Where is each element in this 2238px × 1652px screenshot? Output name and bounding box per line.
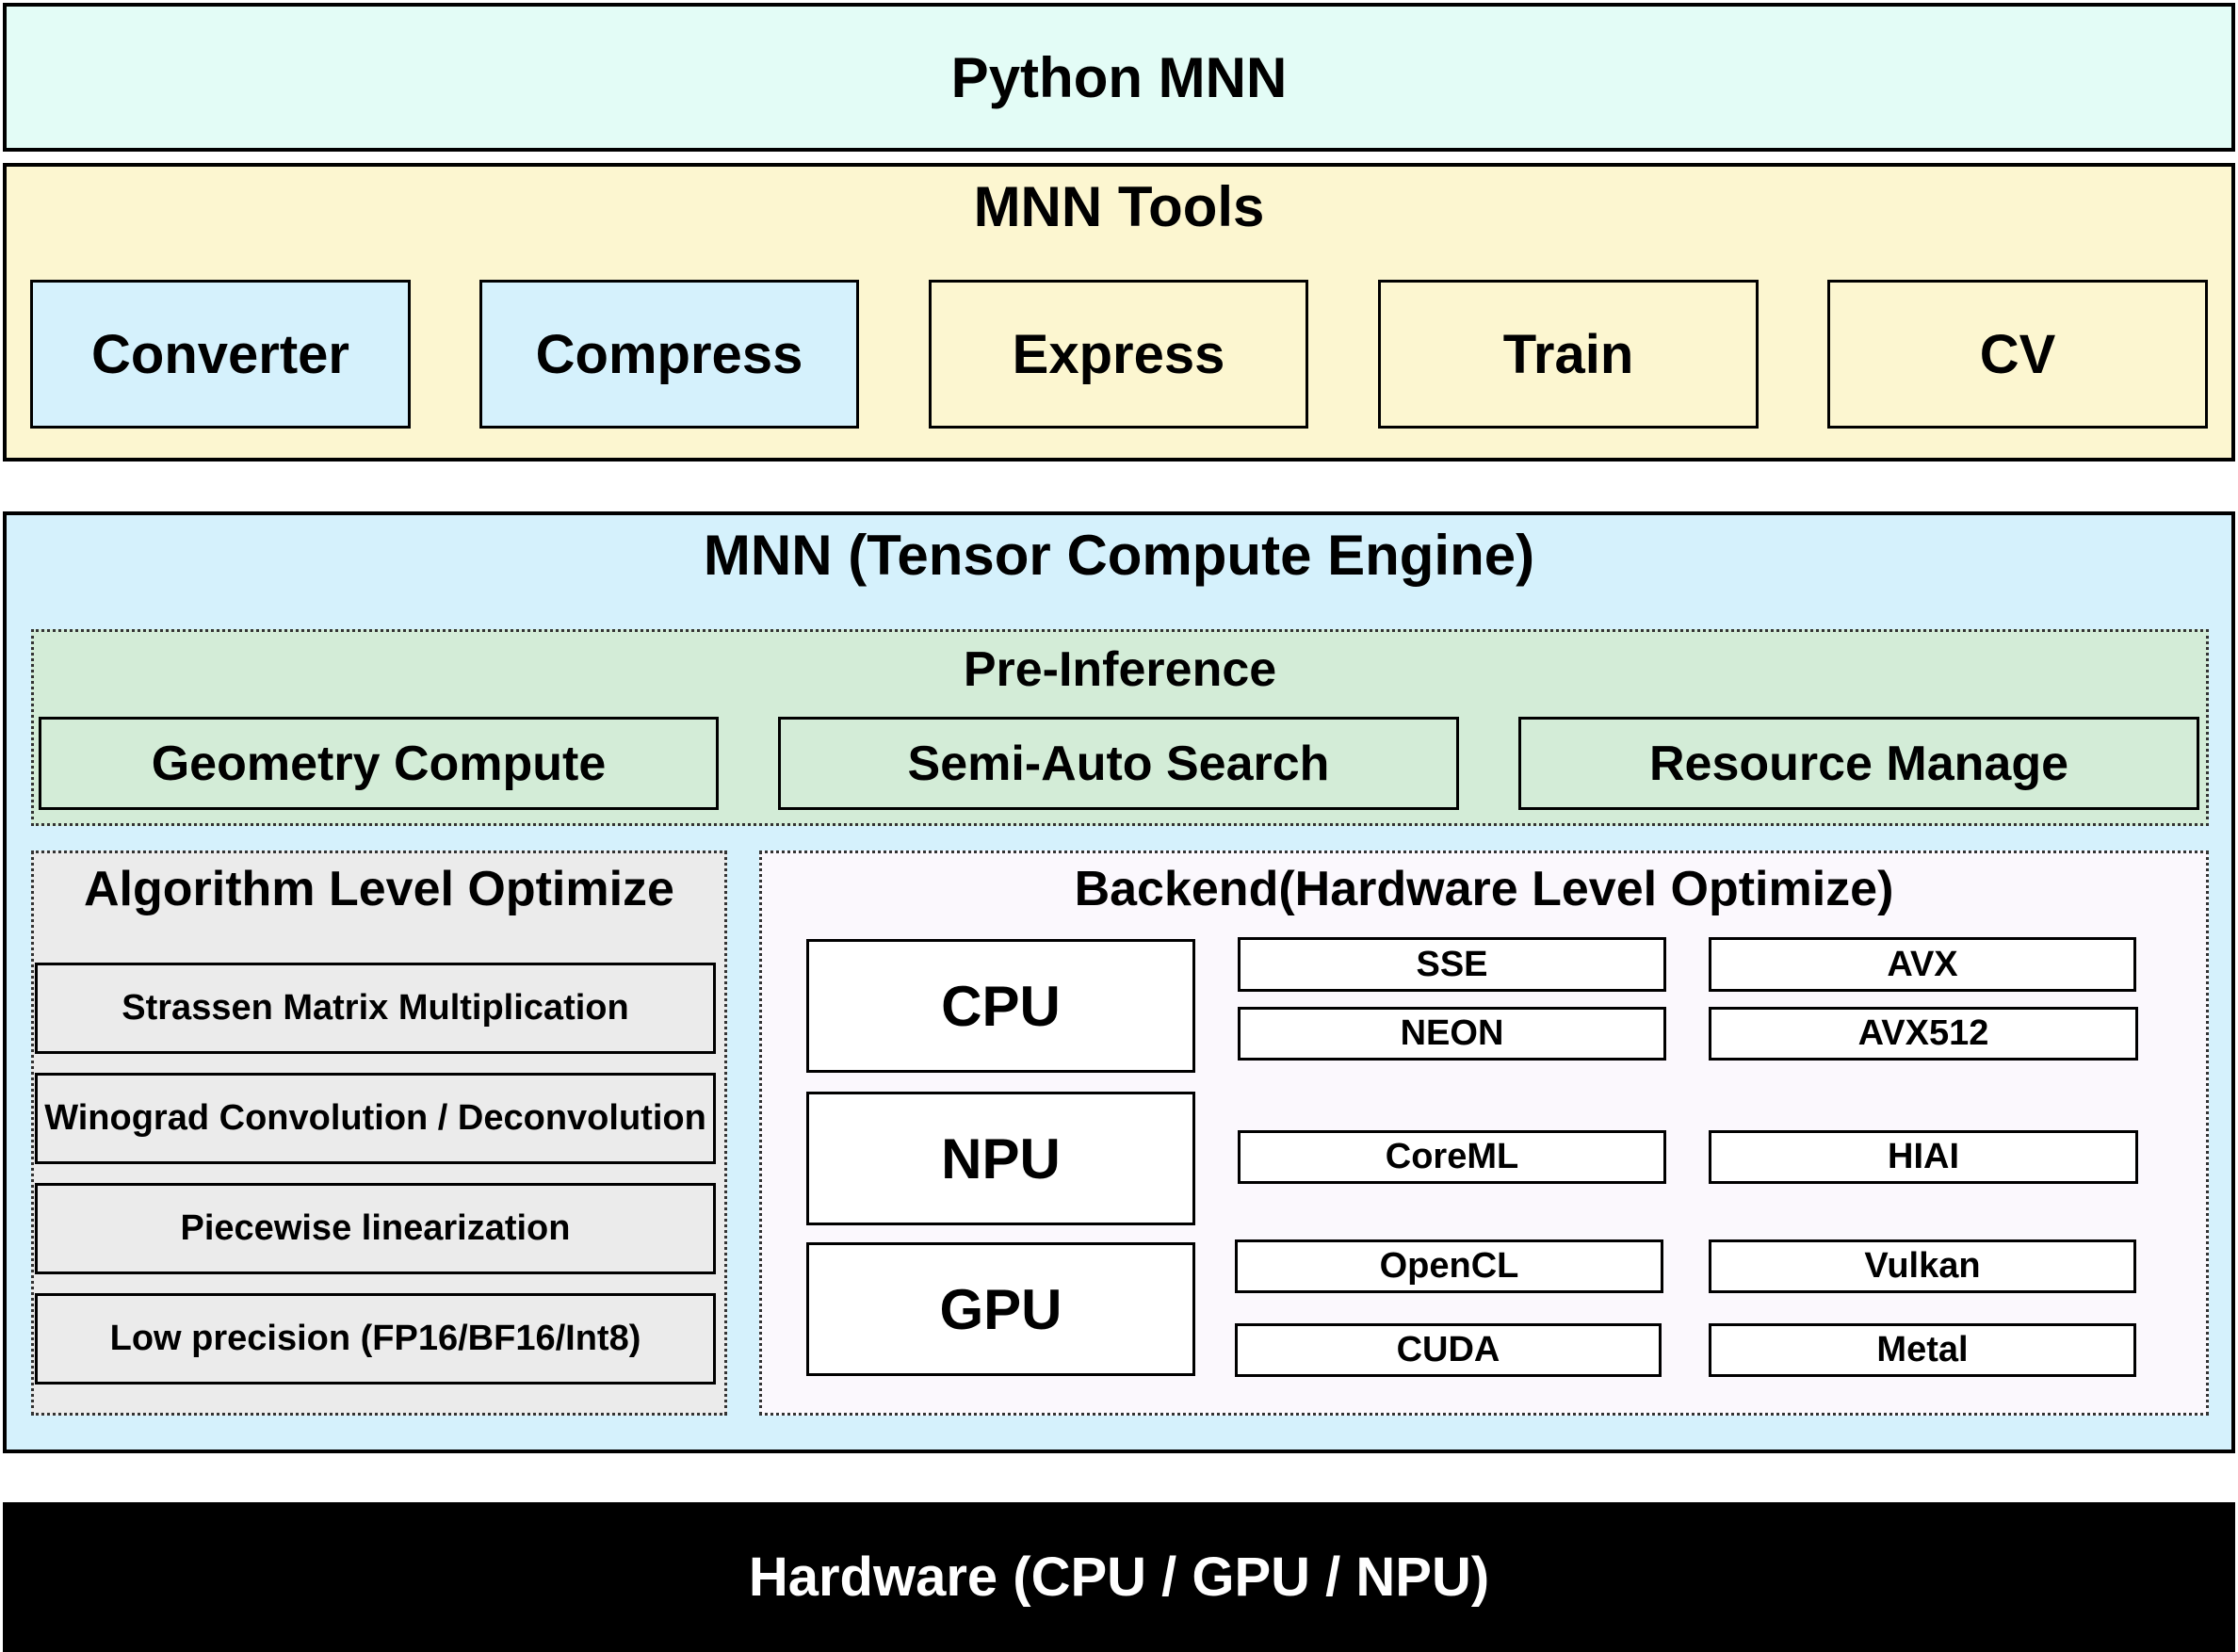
api-coreml: CoreML (1238, 1130, 1666, 1184)
algorithm-item-label: Strassen Matrix Multiplication (122, 988, 629, 1028)
backend-title: Backend(Hardware Level Optimize) (1074, 862, 1894, 916)
algorithm-item: Winograd Convolution / Deconvolution (35, 1073, 716, 1164)
tool-train-label: Train (1502, 323, 1634, 385)
api-cuda-label: CUDA (1396, 1330, 1500, 1369)
backend-cpu: CPU (806, 939, 1195, 1073)
algorithm-item-label: Low precision (FP16/BF16/Int8) (109, 1319, 641, 1358)
resource-manage-label: Resource Manage (1648, 736, 2069, 791)
tool-train: Train (1378, 280, 1759, 429)
api-avx: AVX (1709, 937, 2136, 992)
api-metal: Metal (1709, 1323, 2136, 1377)
api-vulkan-label: Vulkan (1864, 1246, 1981, 1286)
api-avx512-label: AVX512 (1857, 1013, 1989, 1053)
algorithm-item-label: Piecewise linearization (180, 1208, 571, 1248)
api-sse: SSE (1238, 937, 1666, 992)
pre-inference-title: Pre-Inference (963, 642, 1277, 697)
tool-express: Express (929, 280, 1308, 429)
tool-express-label: Express (1012, 323, 1225, 385)
geometry-compute-label: Geometry Compute (151, 736, 607, 791)
algorithm-item: Piecewise linearization (35, 1183, 716, 1274)
tool-converter-label: Converter (91, 323, 349, 385)
algorithm-item: Low precision (FP16/BF16/Int8) (35, 1293, 716, 1385)
api-avx-label: AVX (1887, 944, 1958, 984)
pre-inference-geometry-compute: Geometry Compute (39, 717, 719, 810)
tool-cv-label: CV (1979, 323, 2056, 385)
backend-gpu: GPU (806, 1242, 1195, 1376)
api-sse-label: SSE (1416, 944, 1488, 984)
api-hiai: HIAI (1709, 1130, 2138, 1184)
tool-compress-label: Compress (535, 323, 803, 385)
engine-title: MNN (Tensor Compute Engine) (703, 524, 1535, 587)
hardware-title: Hardware (CPU / GPU / NPU) (748, 1547, 1490, 1608)
pre-inference-semi-auto-search: Semi-Auto Search (778, 717, 1459, 810)
api-opencl-label: OpenCL (1379, 1246, 1519, 1286)
backend-cpu-label: CPU (941, 974, 1061, 1038)
python-mnn-title: Python MNN (950, 45, 1288, 109)
backend-gpu-label: GPU (939, 1277, 1062, 1341)
semi-auto-search-label: Semi-Auto Search (907, 736, 1330, 791)
api-opencl: OpenCL (1235, 1239, 1663, 1293)
api-vulkan: Vulkan (1709, 1239, 2136, 1293)
api-avx512: AVX512 (1709, 1007, 2138, 1061)
api-coreml-label: CoreML (1385, 1137, 1519, 1176)
algorithm-item: Strassen Matrix Multiplication (35, 963, 716, 1054)
backend-npu-label: NPU (941, 1126, 1061, 1190)
algorithm-title: Algorithm Level Optimize (84, 862, 674, 916)
mnn-tools-title: MNN Tools (973, 175, 1265, 238)
tool-cv: CV (1827, 280, 2208, 429)
backend-npu: NPU (806, 1092, 1195, 1225)
api-hiai-label: HIAI (1888, 1137, 1959, 1176)
api-neon-label: NEON (1400, 1013, 1504, 1053)
algorithm-item-label: Winograd Convolution / Deconvolution (44, 1098, 706, 1138)
api-metal-label: Metal (1876, 1330, 1969, 1369)
pre-inference-resource-manage: Resource Manage (1518, 717, 2199, 810)
hardware-layer: Hardware (CPU / GPU / NPU) (3, 1502, 2235, 1652)
api-neon: NEON (1238, 1007, 1666, 1061)
tool-compress: Compress (479, 280, 859, 429)
tool-converter: Converter (30, 280, 411, 429)
python-mnn-layer: Python MNN (3, 3, 2235, 152)
api-cuda: CUDA (1235, 1323, 1662, 1377)
